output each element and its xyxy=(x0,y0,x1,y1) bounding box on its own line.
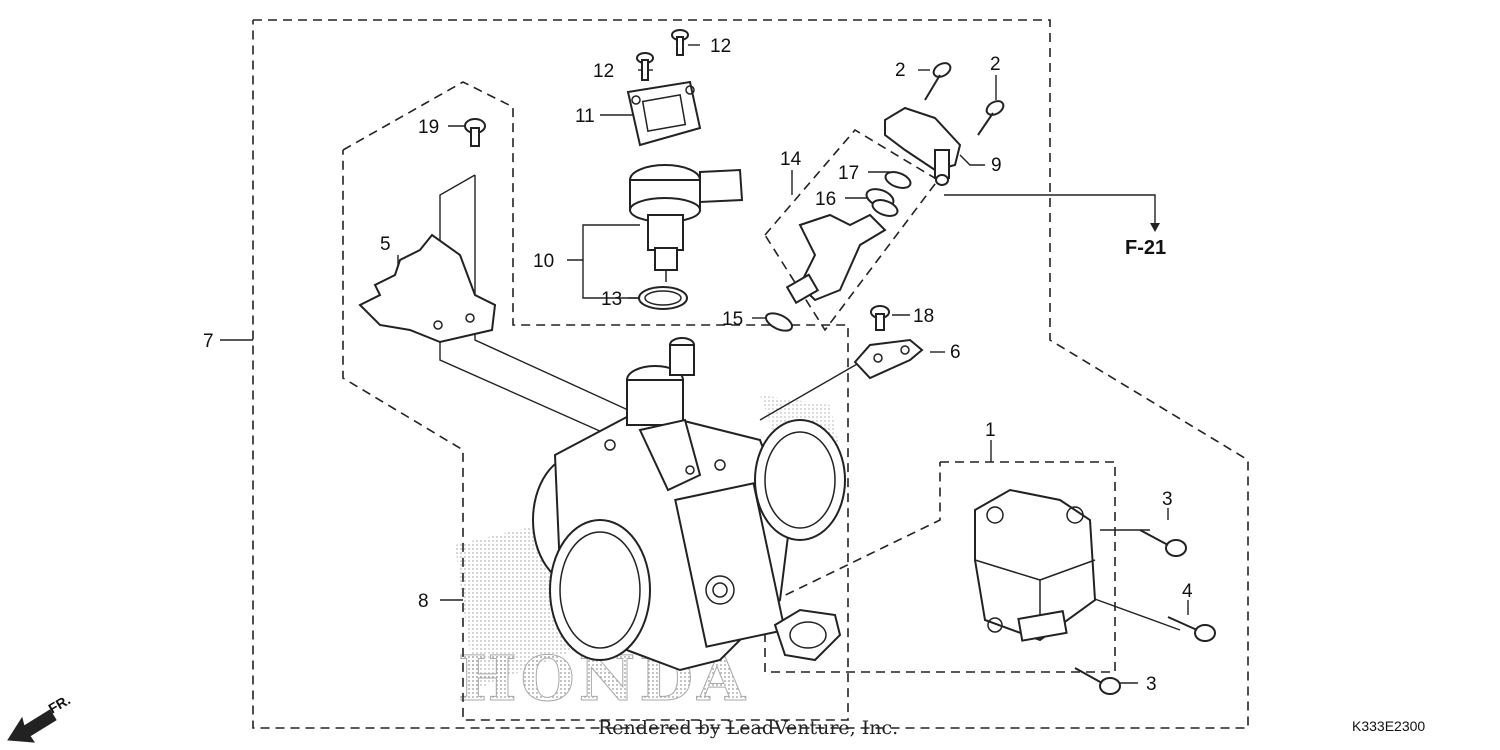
label-6: 6 xyxy=(950,342,961,363)
assembly-boundary xyxy=(252,19,1249,729)
diagram-code: K333E2300 xyxy=(1352,718,1425,734)
label-18: 18 xyxy=(913,306,934,327)
sensor-gasket xyxy=(773,608,842,662)
label-16: 16 xyxy=(815,189,836,210)
bolt-19 xyxy=(464,118,486,147)
render-credit: Rendered by LeadVenture, Inc. xyxy=(598,717,898,739)
screw-3b xyxy=(1074,667,1121,695)
o-ring-15 xyxy=(764,312,794,332)
leader-lines xyxy=(220,44,1189,684)
part-labels: 1 2 2 3 3 4 5 6 7 8 9 10 11 12 12 13 14 … xyxy=(203,36,1193,695)
fuel-injector xyxy=(785,213,887,305)
label-1: 1 xyxy=(985,420,996,441)
screw-12a xyxy=(636,52,654,81)
map-sensor-9 xyxy=(884,106,962,186)
label-19: 19 xyxy=(418,117,439,138)
label-11: 11 xyxy=(575,106,595,127)
front-arrow-icon xyxy=(7,709,57,743)
label-17: 17 xyxy=(838,163,859,184)
gasket-plate-11 xyxy=(626,80,702,147)
screw-3a xyxy=(1139,529,1187,557)
screw-4 xyxy=(1167,616,1216,642)
throttle-sensor-1 xyxy=(974,488,1097,642)
bracket-5 xyxy=(358,233,497,344)
label-10: 10 xyxy=(533,251,554,272)
section-reference[interactable]: F-21 xyxy=(1125,237,1166,259)
plate-6 xyxy=(853,338,924,380)
label-9: 9 xyxy=(991,155,1002,176)
label-12b: 12 xyxy=(710,36,731,57)
bolt-2b xyxy=(977,100,1005,136)
label-3b: 3 xyxy=(1146,674,1157,695)
label-12a: 12 xyxy=(593,61,614,82)
label-2b: 2 xyxy=(990,54,1001,75)
idle-air-valve-10 xyxy=(629,164,744,282)
seal-16 xyxy=(865,188,899,217)
o-ring-17 xyxy=(884,171,912,189)
throttle-body xyxy=(532,337,846,672)
label-8: 8 xyxy=(418,591,429,612)
bolt-2a xyxy=(924,62,952,101)
throttle-body-boundary xyxy=(342,81,849,721)
label-13: 13 xyxy=(601,289,622,310)
front-indicator: FR. xyxy=(7,691,73,743)
label-4: 4 xyxy=(1182,581,1193,602)
label-2a: 2 xyxy=(895,60,906,81)
injector-kit-boundary xyxy=(764,128,940,332)
label-7: 7 xyxy=(203,331,214,352)
label-14: 14 xyxy=(780,149,802,170)
screw-12b xyxy=(671,29,689,56)
label-3a: 3 xyxy=(1162,489,1173,510)
sensor-boundary xyxy=(764,461,1116,673)
screw-18 xyxy=(870,305,890,331)
label-15: 15 xyxy=(722,309,743,330)
label-5: 5 xyxy=(380,234,391,255)
